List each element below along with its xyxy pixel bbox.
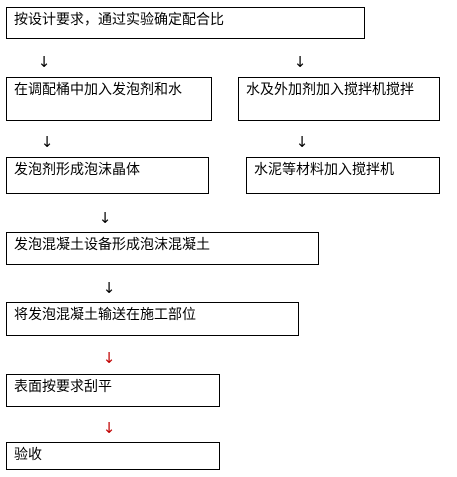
arrow-down-icon: ↓ bbox=[98, 209, 112, 227]
arrow-down-icon: ↓ bbox=[295, 133, 309, 151]
arrow-down-icon: ↓ bbox=[102, 279, 116, 297]
arrow-down-icon: ↓ bbox=[102, 419, 116, 437]
step-level-surface: 表面按要求刮平 bbox=[6, 374, 220, 407]
step-water-admixture-mixer: 水及外加剂加入搅拌机搅拌 bbox=[238, 77, 440, 121]
arrow-down-icon: ↓ bbox=[37, 53, 51, 71]
step-determine-mix-ratio: 按设计要求，通过实验确定配合比 bbox=[6, 7, 365, 39]
step-acceptance: 验收 bbox=[6, 442, 220, 470]
step-convey-to-construction-site: 将发泡混凝土输送在施工部位 bbox=[6, 302, 299, 336]
step-equipment-forms-foam-concrete: 发泡混凝土设备形成泡沫混凝土 bbox=[6, 232, 319, 265]
arrow-down-icon: ↓ bbox=[293, 53, 307, 71]
arrow-down-icon: ↓ bbox=[102, 349, 116, 367]
arrow-down-icon: ↓ bbox=[40, 133, 54, 151]
step-add-foaming-agent-and-water: 在调配桶中加入发泡剂和水 bbox=[6, 77, 212, 121]
step-cement-into-mixer: 水泥等材料加入搅拌机 bbox=[246, 157, 440, 194]
step-foam-crystal-formation: 发泡剂形成泡沫晶体 bbox=[6, 157, 209, 194]
